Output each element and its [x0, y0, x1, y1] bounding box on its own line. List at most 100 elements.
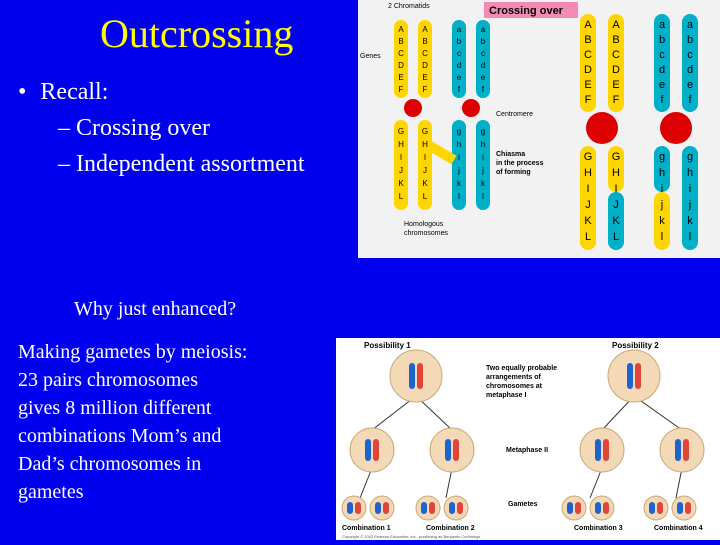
- gene-letter: F: [399, 85, 404, 94]
- meiosis-line: 23 pairs chromosomes: [18, 369, 198, 391]
- sub-bullet-crossing-over: – Crossing over: [58, 115, 210, 141]
- gene-letter: d: [481, 61, 485, 70]
- gene-letter: G: [612, 151, 621, 163]
- gene-letter: a: [457, 25, 462, 34]
- metaphase-description: metaphase I: [486, 392, 527, 399]
- gamete-cell: [561, 495, 587, 521]
- chromosome-icon: [595, 439, 601, 461]
- chromosome-icon: [649, 502, 655, 514]
- gene-letter: h: [659, 167, 665, 179]
- gamete-cell: [589, 495, 615, 521]
- chiasma-label: of forming: [496, 169, 531, 176]
- chromosome-icon: [603, 439, 609, 461]
- combination-3-label: Combination 3: [574, 525, 623, 532]
- gene-letter: i: [482, 153, 484, 162]
- gene-letter: D: [612, 64, 620, 76]
- chromosome-icon: [409, 363, 415, 389]
- possibility-2-label: Possibility 2: [612, 341, 659, 350]
- gene-letter: i: [458, 153, 460, 162]
- chromosome-icon: [683, 439, 689, 461]
- gene-letter: j: [688, 199, 691, 211]
- arrow-line: [633, 395, 683, 431]
- gene-letter: G: [584, 151, 593, 163]
- chromosome-icon: [375, 502, 381, 514]
- gene-letter: l: [458, 192, 460, 201]
- gene-letter: d: [687, 64, 693, 76]
- gene-letter: C: [422, 49, 428, 58]
- metaphase-description: arrangements of: [486, 374, 542, 381]
- copyright-text: Copyright © 2002 Pearson Education, Inc.…: [342, 534, 480, 539]
- gene-letter: D: [422, 61, 428, 70]
- chiasma-label: in the process: [496, 160, 544, 167]
- gene-letter: d: [659, 64, 665, 76]
- centromere-label: Centromere: [496, 111, 533, 118]
- gene-letter: a: [687, 19, 694, 31]
- gene-letter: g: [481, 127, 485, 136]
- chromosome-icon: [417, 363, 423, 389]
- chiasma-label: Chiasma: [496, 151, 525, 158]
- chromosome-icon: [675, 439, 681, 461]
- metaphase-2-label: Metaphase II: [506, 447, 548, 454]
- gene-letter: C: [584, 49, 592, 61]
- gene-letter: e: [687, 79, 693, 91]
- gene-letter: B: [398, 37, 403, 46]
- gene-letter: E: [584, 79, 591, 91]
- genes-label: Genes: [360, 53, 381, 60]
- chromosome-icon: [457, 502, 463, 514]
- gamete-cell: [671, 495, 697, 521]
- gene-letter: I: [400, 153, 402, 162]
- gene-letter: H: [398, 140, 404, 149]
- gene-letter: L: [399, 192, 404, 201]
- chromosome-icon: [567, 502, 573, 514]
- gene-letter: c: [659, 49, 665, 61]
- chromatids-label: 2 Chromatids: [388, 3, 430, 10]
- gene-letter: e: [457, 73, 462, 82]
- chromosome-icon: [635, 363, 641, 389]
- metaphase-1-cell: [389, 349, 443, 403]
- gene-letter: i: [689, 183, 691, 195]
- gene-letter: D: [584, 64, 592, 76]
- gene-letter: L: [585, 231, 591, 243]
- chromosome-icon: [627, 363, 633, 389]
- gene-letter: K: [612, 215, 620, 227]
- gene-letter: G: [422, 127, 428, 136]
- gene-letter: G: [398, 127, 404, 136]
- meiosis-paragraph: Making gametes by meiosis: 23 pairs chro…: [18, 338, 318, 506]
- gene-letter: g: [687, 151, 693, 163]
- bullet-list: •Recall: – Crossing over – Independent a…: [18, 74, 305, 182]
- gene-letter: A: [422, 25, 428, 34]
- gene-letter: j: [660, 199, 663, 211]
- combination-1-label: Combination 1: [342, 525, 391, 532]
- gene-letter: L: [423, 192, 428, 201]
- gene-letter: l: [482, 192, 484, 201]
- possibility-1-label: Possibility 1: [364, 341, 411, 350]
- gene-letter: b: [457, 37, 462, 46]
- crossing-over-figure: Crossing over 2 Chromatids Genes Centrom…: [358, 0, 720, 258]
- chromosome-icon: [365, 439, 371, 461]
- chromosome-icon: [449, 502, 455, 514]
- chromosome-icon: [347, 502, 353, 514]
- gene-letter: b: [481, 37, 486, 46]
- chromosome-icon: [429, 502, 435, 514]
- gene-letter: i: [661, 183, 663, 195]
- bullet-dot-icon: •: [18, 79, 27, 105]
- gene-letter: L: [613, 231, 619, 243]
- combination-2-label: Combination 2: [426, 525, 475, 532]
- gene-letter: B: [422, 37, 427, 46]
- gamete-cell: [369, 495, 395, 521]
- gene-letter: B: [612, 34, 619, 46]
- gene-letter: A: [398, 25, 404, 34]
- gene-letter: E: [422, 73, 427, 82]
- gene-letter: H: [612, 167, 620, 179]
- arrow-line: [589, 467, 603, 499]
- gene-letter: I: [424, 153, 426, 162]
- chromosome-icon: [453, 439, 459, 461]
- chromosome-icon: [421, 502, 427, 514]
- sub-bullet-independent-assortment: – Independent assortment: [58, 151, 305, 177]
- gene-letter: g: [659, 151, 665, 163]
- gene-letter: l: [661, 231, 663, 243]
- gene-letter: l: [689, 231, 691, 243]
- chromosome-icon: [445, 439, 451, 461]
- metaphase-2-cell: [659, 427, 705, 473]
- gene-letter: B: [584, 34, 591, 46]
